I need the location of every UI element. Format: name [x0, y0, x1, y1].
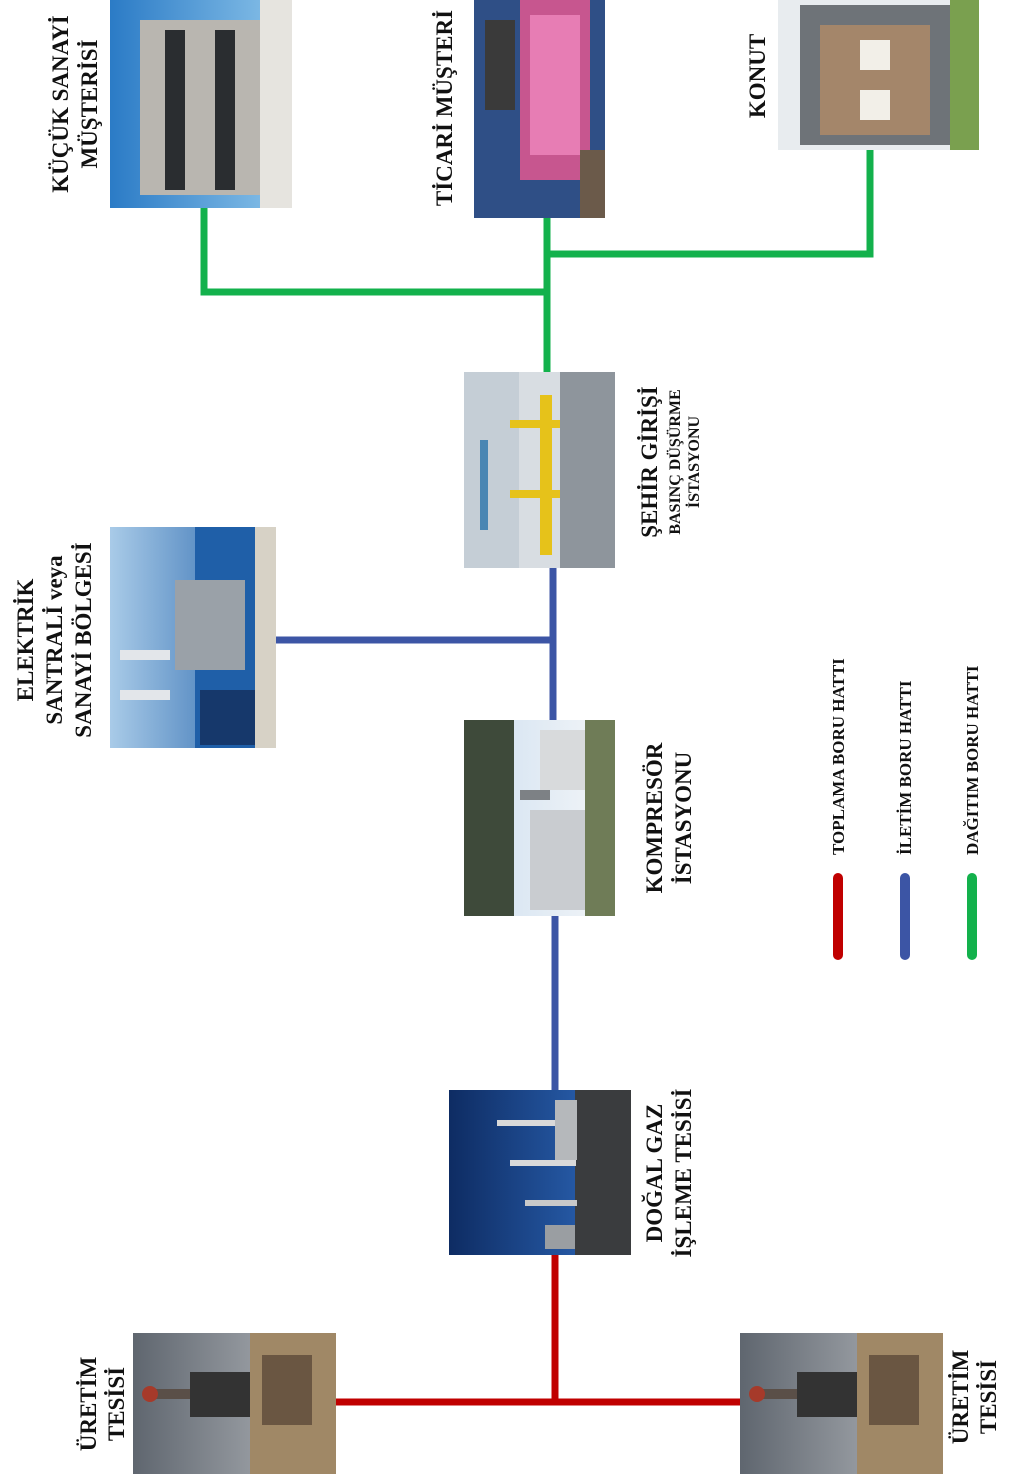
commercial-label: TİCARİ MÜŞTERİ	[432, 10, 457, 206]
small-industry-label-line2: MÜŞTERİSİ	[77, 39, 102, 168]
legend: TOPLAMA BORU HATTI İLETİM BORU HATTI DAĞ…	[829, 658, 982, 960]
legend-label-gathering: TOPLAMA BORU HATTI	[829, 658, 848, 855]
transmission-pipes	[276, 568, 559, 1090]
compressor-label-line1: KOMPRESÖR	[642, 742, 667, 893]
production-2-label-line1: ÜRETİM	[948, 1349, 973, 1444]
production-1-label-line1: ÜRETİM	[76, 1356, 101, 1451]
production-1-label-line2: TESİSİ	[104, 1367, 129, 1441]
small-industry-label-line1: KÜÇÜK SANAYİ	[48, 15, 73, 192]
commercial-photo	[474, 0, 605, 218]
production-1-photo	[133, 1333, 336, 1474]
power-plant-label-line1: ELEKTRİK	[13, 579, 38, 702]
power-plant-label-line3: SANAYİ BÖLGESİ	[71, 542, 96, 737]
city-gate-label-line1: ŞEHİR GİRİŞİ	[637, 386, 662, 538]
production-2-photo	[740, 1333, 943, 1474]
legend-label-transmission: İLETİM BORU HATTI	[896, 680, 915, 855]
processing-label-line2: İŞLEME TESİSİ	[671, 1088, 696, 1257]
gathering-pipes	[336, 1255, 740, 1406]
production-2-label-line2: TESİSİ	[976, 1360, 1001, 1434]
power-plant-photo	[110, 527, 276, 748]
legend-label-distribution: DAĞITIM BORU HATTI	[963, 665, 982, 855]
residential-label: KONUT	[745, 34, 770, 118]
compressor-station-photo	[464, 720, 615, 916]
power-plant-label-line2: SANTRALİ veya	[42, 555, 67, 725]
distribution-pipes	[200, 150, 874, 372]
city-gate-label-line2: BASINÇ DÜŞÜRME	[666, 389, 684, 534]
city-gate-photo	[464, 372, 615, 568]
distribution-pipe-segment	[200, 208, 547, 296]
distribution-pipe-segment	[547, 150, 874, 258]
small-industry-photo	[110, 0, 292, 208]
city-gate-label-line3: İSTASYONU	[684, 415, 703, 508]
residential-photo	[778, 0, 979, 150]
processing-label-line1: DOĞAL GAZ	[641, 1104, 667, 1243]
compressor-label-line2: İSTASYONU	[671, 751, 696, 884]
processing-plant-photo	[449, 1090, 631, 1255]
